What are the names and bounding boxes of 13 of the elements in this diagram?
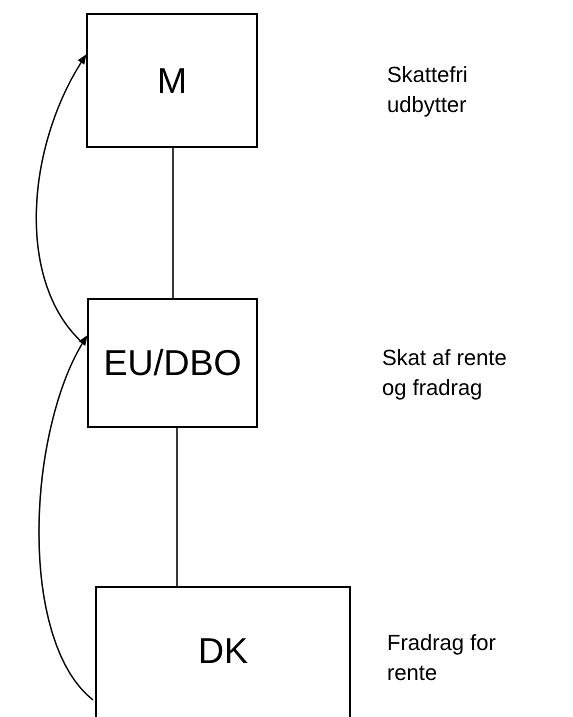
curved-arrow xyxy=(38,335,94,701)
side-note: Fradrag for rente xyxy=(387,629,497,687)
box-label: EU/DBO xyxy=(103,345,242,381)
side-note: Skattefri udbytter xyxy=(387,61,469,119)
curved-arrow xyxy=(36,54,87,346)
side-note: Skat af rente og fradrag xyxy=(382,344,508,402)
box xyxy=(86,13,258,148)
box-label: DK xyxy=(198,633,248,669)
box xyxy=(95,586,351,717)
box xyxy=(87,298,258,428)
connector-line xyxy=(176,428,178,586)
connector-line xyxy=(172,148,174,298)
box-label: M xyxy=(157,62,187,98)
